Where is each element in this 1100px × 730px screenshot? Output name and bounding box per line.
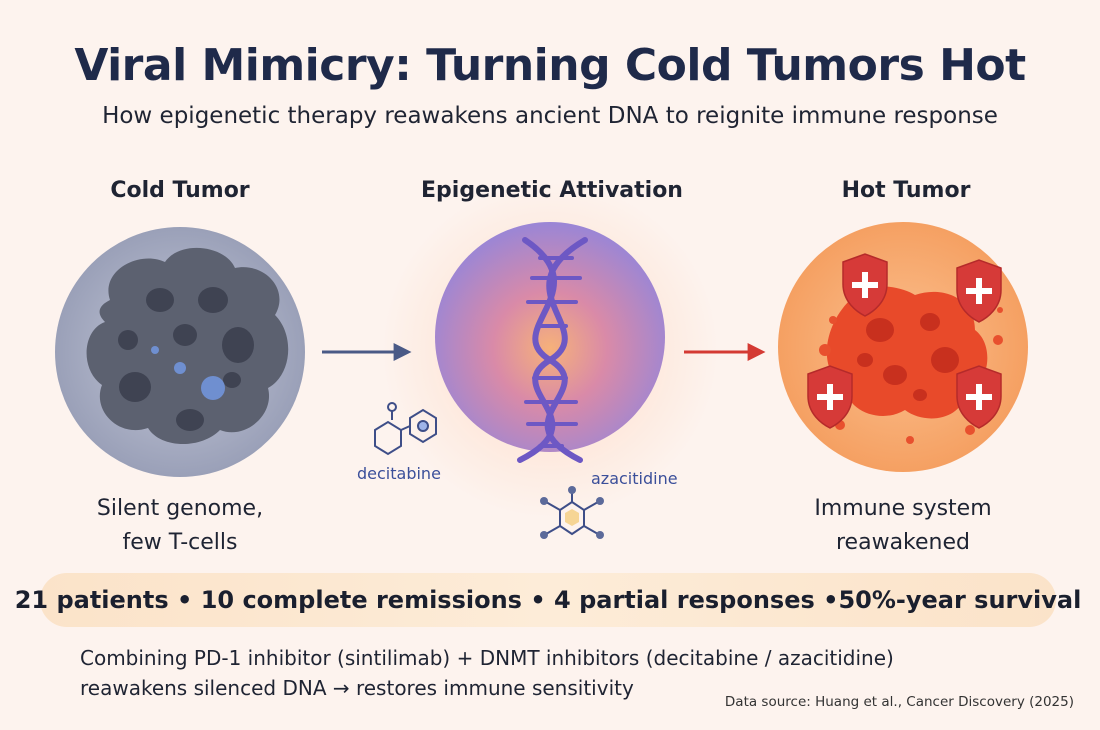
stats-text: 21 patients • 10 complete remissions • 4… (14, 586, 1082, 614)
footer-summary: Combining PD-1 inhibitor (sintilimab) + … (80, 643, 894, 703)
footer-line-1: Combining PD-1 inhibitor (sintilimab) + … (80, 646, 894, 670)
stage-desc-hot-line2: reawakened (836, 530, 970, 555)
data-source: Data source: Huang et al., Cancer Discov… (724, 694, 1074, 710)
azacitidine-molecule-icon (540, 486, 604, 539)
stage-desc-cold: Silent genome, few T-cells (30, 492, 330, 560)
drug-label-azacitidine: azacitidine (591, 469, 678, 488)
stage-desc-cold-line2: few T-cells (122, 530, 238, 555)
stats-banner: 21 patients • 10 complete remissions • 4… (15, 573, 1081, 627)
footer-line-2: reawakens silenced DNA → restores immune… (80, 676, 634, 700)
stage-desc-cold-line1: Silent genome, (96, 496, 264, 521)
decitabine-molecule-icon (374, 402, 437, 456)
drug-label-decitabine: decitabine (357, 464, 441, 483)
shield-cross-icon (956, 259, 1002, 323)
stage-title-cold: Cold Tumor (110, 178, 250, 203)
page-subtitle: How epigenetic therapy reawakens ancient… (102, 103, 998, 129)
shield-cross-icon (807, 365, 853, 429)
hot-tumor-shield-icon (778, 222, 1028, 472)
stage-desc-hot-line1: Immune system (814, 496, 992, 521)
cold-tumor-cell-icon (55, 227, 305, 477)
page-title: Viral Mimicry: Turning Cold Tumors Hot (74, 40, 1026, 91)
stage-title-activation: Epigenetic Attivation (421, 178, 683, 203)
shield-cross-icon (956, 365, 1002, 429)
dna-helix-icon (435, 222, 665, 463)
shield-cross-icon (842, 253, 888, 317)
stage-desc-hot: Immune system reawakened (753, 492, 1053, 560)
stage-title-hot: Hot Tumor (841, 178, 971, 203)
